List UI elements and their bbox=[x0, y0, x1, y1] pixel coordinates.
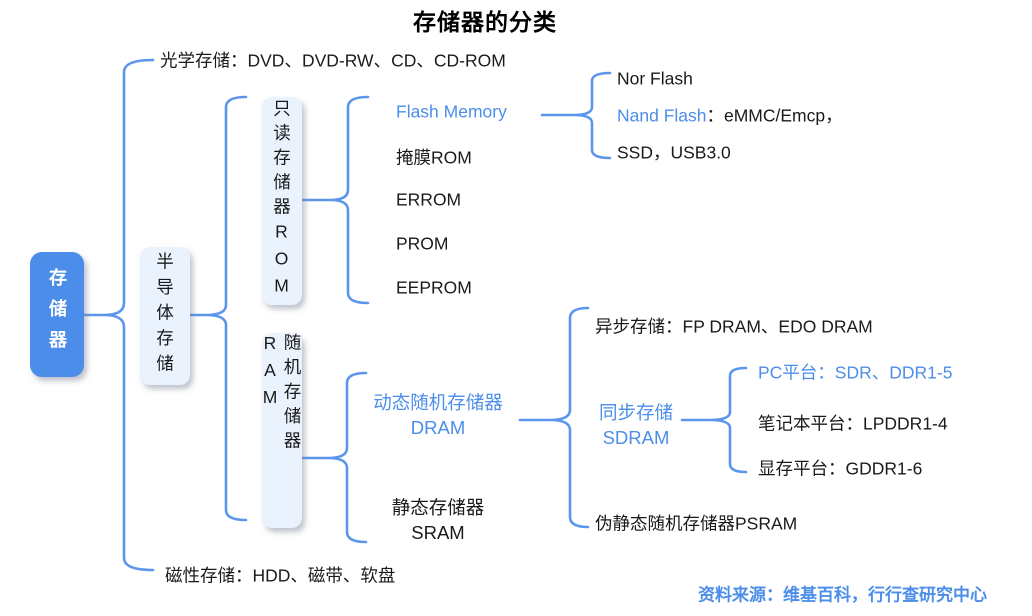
ram-node-label: 随机存储器RAM bbox=[260, 333, 302, 456]
sram-label: 静态存储器 SRAM bbox=[392, 495, 485, 545]
nand-flash-detail: ：eMMC/Emcp， bbox=[706, 105, 843, 126]
sdram-label-line1: 同步存储 bbox=[598, 402, 674, 423]
nor-flash-label: Nor Flash bbox=[617, 68, 693, 89]
sram-label-line2: SRAM bbox=[411, 522, 465, 543]
rom-children-brace bbox=[300, 95, 370, 305]
dram-label-line1: 动态随机存储器 bbox=[373, 392, 503, 413]
rom-node-label: 只读存储器ROM bbox=[271, 99, 292, 303]
dram-children-brace bbox=[518, 306, 590, 529]
mask-rom-label: 掩膜ROM bbox=[396, 147, 472, 168]
nand-flash-highlight: Nand Flash bbox=[617, 105, 707, 126]
flash-memory-label: Flash Memory bbox=[396, 101, 507, 122]
sdram-label: 同步存储 SDRAM bbox=[599, 400, 673, 450]
nand-flash-label: Nand Flash：eMMC/Emcp， bbox=[617, 103, 843, 128]
ram-children-brace bbox=[300, 371, 368, 544]
psram-label: 伪静态随机存储器PSRAM bbox=[595, 513, 798, 534]
rom-node: 只读存储器ROM bbox=[262, 97, 302, 305]
root-node-label: 存储器 bbox=[47, 268, 67, 361]
root-brace bbox=[82, 58, 155, 572]
sdram-children-brace bbox=[680, 366, 748, 474]
dram-label: 动态随机存储器 DRAM bbox=[373, 390, 503, 440]
source-note: 资料来源：维基百科，行行查研究中心 bbox=[698, 585, 987, 605]
eeprom-label: EEPROM bbox=[396, 277, 472, 298]
optical-branch-label: 光学存储：DVD、DVD-RW、CD、CD-ROM bbox=[160, 50, 506, 71]
async-dram-label: 异步存储：FP DRAM、EDO DRAM bbox=[595, 316, 873, 337]
semiconductor-node: 半导体存储 bbox=[140, 247, 190, 385]
semiconductor-brace bbox=[188, 95, 248, 522]
gpu-platform-label: 显存平台：GDDR1-6 bbox=[758, 458, 923, 479]
ram-node: 随机存储器RAM bbox=[260, 333, 302, 528]
errom-label: ERROM bbox=[396, 189, 462, 210]
prom-label: PROM bbox=[396, 233, 449, 254]
semiconductor-node-label: 半导体存储 bbox=[154, 252, 175, 380]
root-node: 存储器 bbox=[30, 252, 84, 377]
pc-platform-label: PC平台：SDR、DDR1-5 bbox=[758, 362, 953, 383]
diagram-title: 存储器的分类 bbox=[413, 9, 557, 35]
ssd-usb-label: SSD，USB3.0 bbox=[617, 142, 731, 163]
dram-label-line2: DRAM bbox=[410, 417, 466, 438]
sram-label-line1: 静态存储器 bbox=[391, 497, 485, 518]
magnetic-branch-label: 磁性存储：HDD、磁带、软盘 bbox=[165, 565, 396, 586]
flash-children-brace bbox=[540, 71, 612, 160]
sdram-label-line2: SDRAM bbox=[602, 427, 670, 448]
laptop-platform-label: 笔记本平台：LPDDR1-4 bbox=[758, 413, 948, 434]
